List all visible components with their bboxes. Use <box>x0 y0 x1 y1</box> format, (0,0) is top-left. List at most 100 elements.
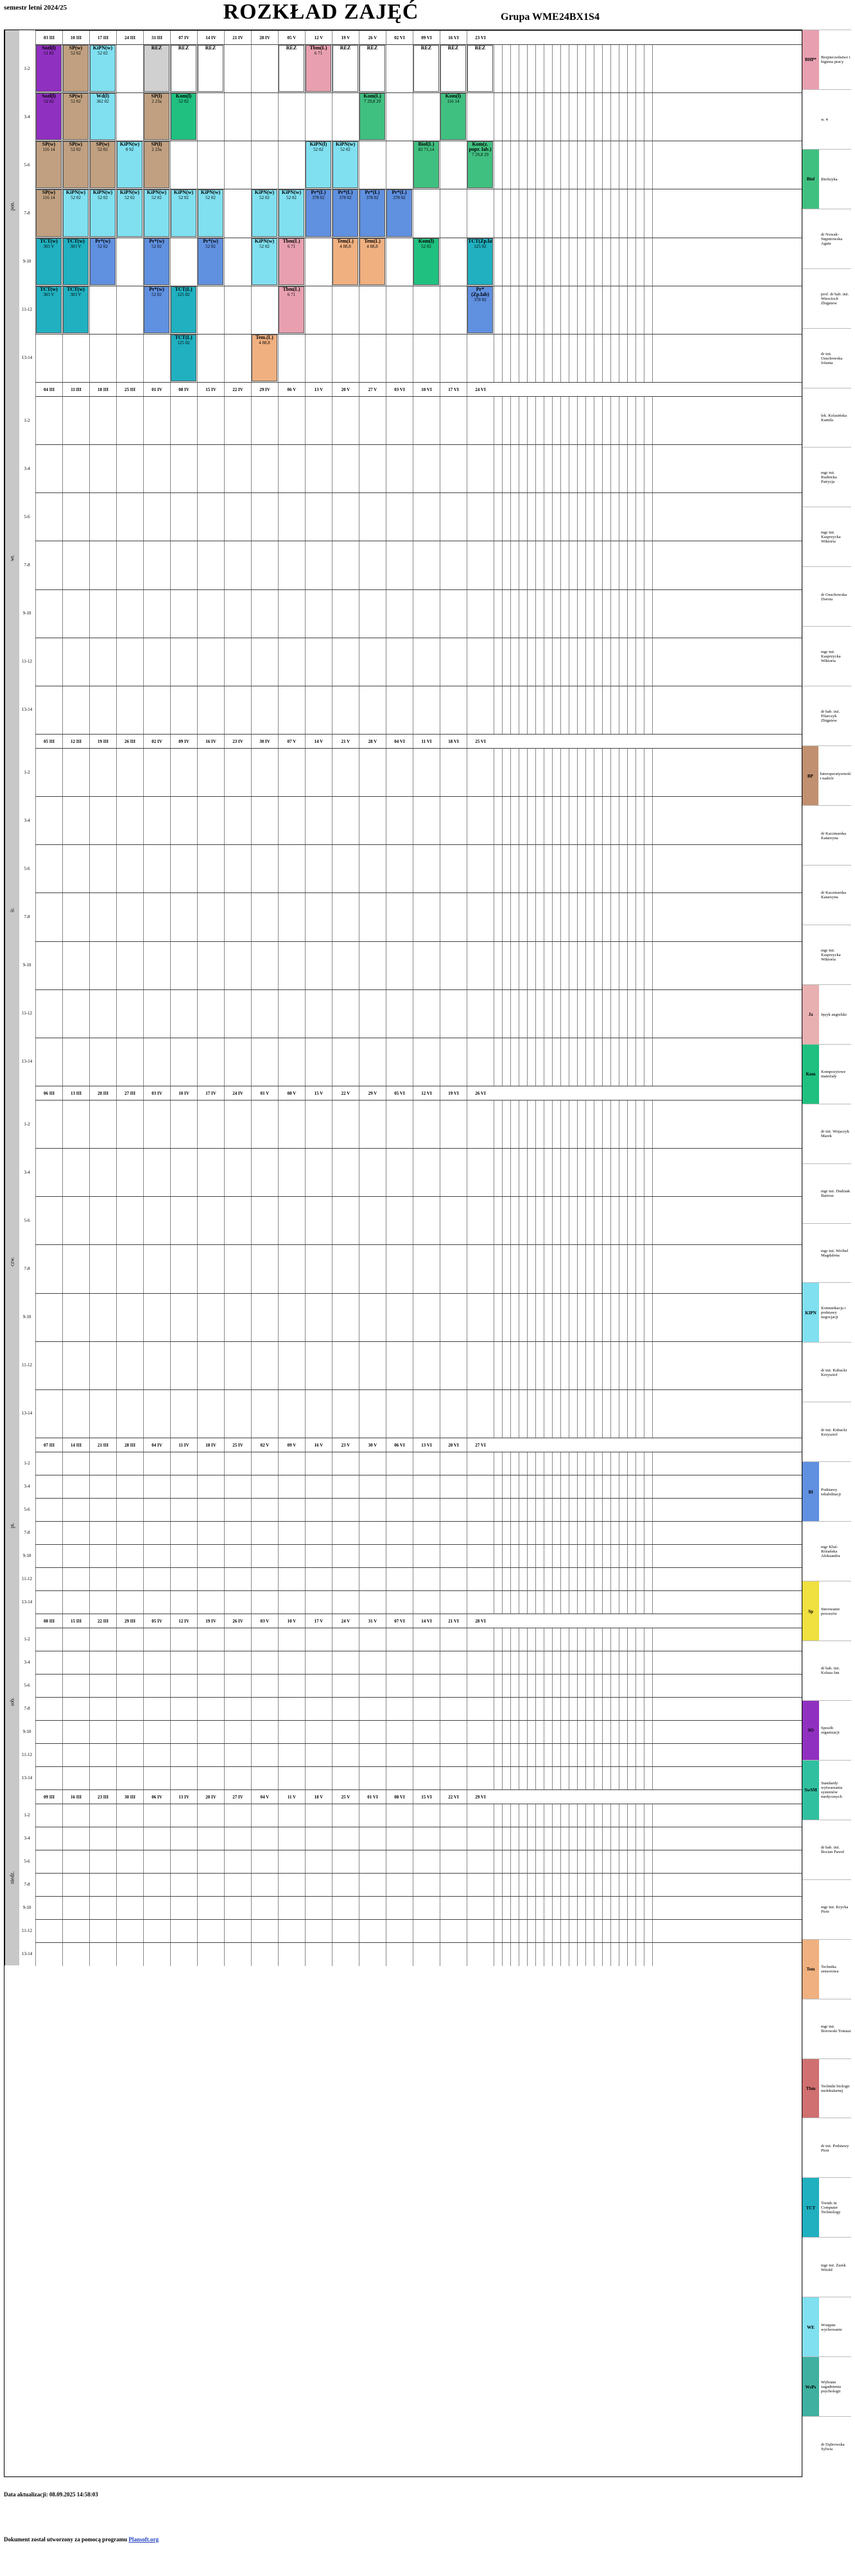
class-block[interactable]: REZ <box>144 45 169 92</box>
class-block[interactable]: KiPN(w)52 02 <box>252 189 277 237</box>
grid-cell <box>502 1499 510 1522</box>
grid-cell <box>577 45 585 94</box>
grid-cell <box>197 1628 224 1651</box>
day-label: niedz. <box>4 1789 19 1965</box>
grid-cell <box>89 1920 116 1943</box>
grid-cell <box>577 1698 585 1721</box>
class-block[interactable]: SP(w)116 14 <box>36 189 62 237</box>
class-block[interactable]: Tbm(L)6 71 <box>279 238 304 285</box>
grid-cell <box>251 93 278 142</box>
class-block[interactable]: TCT(L)125 02 <box>171 334 196 381</box>
class-block[interactable]: KiPN(w)52 02 <box>171 189 196 237</box>
class-block[interactable]: KiPN(w)52 02 <box>90 189 116 237</box>
class-block[interactable]: TCT(w)303 V <box>36 286 62 333</box>
class-block[interactable]: KiPN(w)52 02 <box>63 189 89 237</box>
class-block[interactable]: Pr*(w)52 02 <box>90 238 116 285</box>
class-block[interactable]: KiPN(w)52 02 <box>252 238 277 285</box>
class-room: 51 02 <box>44 51 54 56</box>
grid-cell <box>170 1721 197 1744</box>
grid-cell <box>143 334 170 383</box>
class-block[interactable]: Kom(l)52 02 <box>413 238 439 285</box>
grid-cell <box>359 1499 386 1522</box>
class-block[interactable]: Tem.(L)4 88,8 <box>252 334 277 381</box>
class-block[interactable]: Pr*(w)52 02 <box>198 238 223 285</box>
class-block[interactable]: REZ <box>413 45 439 92</box>
class-block[interactable]: KiPN(w)52 02 <box>117 189 142 237</box>
class-block[interactable]: Tbm(L)6 71 <box>279 286 304 333</box>
class-block[interactable]: REZ <box>279 45 304 92</box>
class-block[interactable]: Pr*(L)378 02 <box>386 189 412 237</box>
class-block[interactable]: Kom(z. popr. lab.)7 29,8 29 <box>467 141 493 189</box>
class-block[interactable]: REZ <box>198 45 223 92</box>
class-block[interactable]: Biof(L)82 71,14 <box>413 141 439 189</box>
grid-cell <box>594 797 602 846</box>
grid-cell <box>635 1744 644 1767</box>
grid-cell <box>251 893 278 942</box>
class-block[interactable]: SP(w)52 02 <box>90 141 116 189</box>
class-block[interactable]: SP(w)116 14 <box>36 141 62 189</box>
class-block[interactable]: REZ <box>467 45 493 92</box>
class-block[interactable]: KiPN(w)52 02 <box>198 189 223 237</box>
class-block[interactable]: KiPN(w)52 02 <box>279 189 304 237</box>
grid-cell <box>170 1149 197 1197</box>
class-block[interactable]: REZ <box>440 45 466 92</box>
grid-cell <box>251 589 278 638</box>
grid-cell <box>510 589 519 638</box>
class-block[interactable]: TCT(L)125 02 <box>171 286 196 333</box>
grid-cell <box>577 1920 585 1943</box>
class-block[interactable]: KiPN(l)52 02 <box>306 141 331 189</box>
class-block[interactable]: KiPN(w)52 02 <box>332 141 358 189</box>
class-block[interactable]: Kom(L)7 29,8 29 <box>359 93 385 141</box>
class-block[interactable]: Tbm(L)6 71 <box>306 45 331 92</box>
class-block[interactable]: Wd(l)362 02 <box>90 93 116 141</box>
class-block[interactable]: Pr*(L)378 02 <box>332 189 358 237</box>
class-block[interactable]: Sozł(l)51 02 <box>36 45 62 92</box>
date-cell: 16 III <box>62 1790 89 1804</box>
grid-cell <box>386 1628 413 1651</box>
class-block[interactable]: Pr*(L)378 02 <box>306 189 331 237</box>
class-block[interactable]: Kom(l)116 14 <box>440 93 466 141</box>
class-block[interactable]: TCT(w)303 V <box>63 286 89 333</box>
grid-cell <box>602 1101 610 1149</box>
class-block[interactable]: TCT(Zp.lab)125 02 <box>467 238 493 285</box>
class-block[interactable]: SP(l)2 23a <box>144 141 169 189</box>
grid-cell <box>305 1197 332 1246</box>
grid-cell <box>197 1545 224 1568</box>
grid-cell <box>652 1293 661 1342</box>
class-block[interactable]: TCT(w)303 V <box>63 238 89 285</box>
grid-cell <box>413 493 440 542</box>
class-block[interactable]: SP(w)52 02 <box>63 93 89 141</box>
class-block[interactable]: REZ <box>359 45 385 92</box>
class-block[interactable]: REZ <box>332 45 358 92</box>
class-block[interactable]: SP(w)52 02 <box>63 141 89 189</box>
class-block[interactable]: Kom(l)52 02 <box>171 93 196 141</box>
class-room: 52 02 <box>178 195 189 201</box>
class-block[interactable]: KiPN(w)52 02 <box>90 45 116 92</box>
class-block[interactable]: Pr*(w)52 02 <box>144 286 169 333</box>
class-block[interactable]: REZ <box>171 45 196 92</box>
class-block[interactable]: SP(w)52 02 <box>63 45 89 92</box>
class-block[interactable]: KiPN(w)52 02 <box>144 189 169 237</box>
grid-cell <box>440 1651 467 1675</box>
class-block[interactable]: Pr*(L)378 02 <box>359 189 385 237</box>
grid-cell <box>89 1038 116 1086</box>
date-cell: 29 III <box>116 1614 143 1628</box>
class-block[interactable]: Tem(L)4 88,8 <box>332 238 358 285</box>
grid-cell <box>502 1850 510 1874</box>
grid-cell <box>585 1197 594 1246</box>
class-block[interactable]: SP(l)2 23a <box>144 93 169 141</box>
class-block[interactable]: Pr*(w)52 02 <box>144 238 169 285</box>
class-block[interactable]: Tem(L)4 88,8 <box>359 238 385 285</box>
class-block[interactable]: KiPN(w)8 92 <box>117 141 142 189</box>
grid-cell <box>305 845 332 894</box>
class-block[interactable]: TCT(w)303 V <box>36 238 62 285</box>
grid-cell <box>494 45 502 94</box>
class-block[interactable]: Sozł(l)52 02 <box>36 93 62 141</box>
grid-cell <box>143 638 170 686</box>
grid-cell <box>560 1943 569 1966</box>
grid-cell <box>635 1499 644 1522</box>
class-block[interactable]: Pr*(Zp.lab)378 02 <box>467 286 493 333</box>
slot-row <box>35 541 802 590</box>
grid-cell <box>89 1767 116 1790</box>
program-link[interactable]: Plansoft.org <box>128 2536 159 2543</box>
